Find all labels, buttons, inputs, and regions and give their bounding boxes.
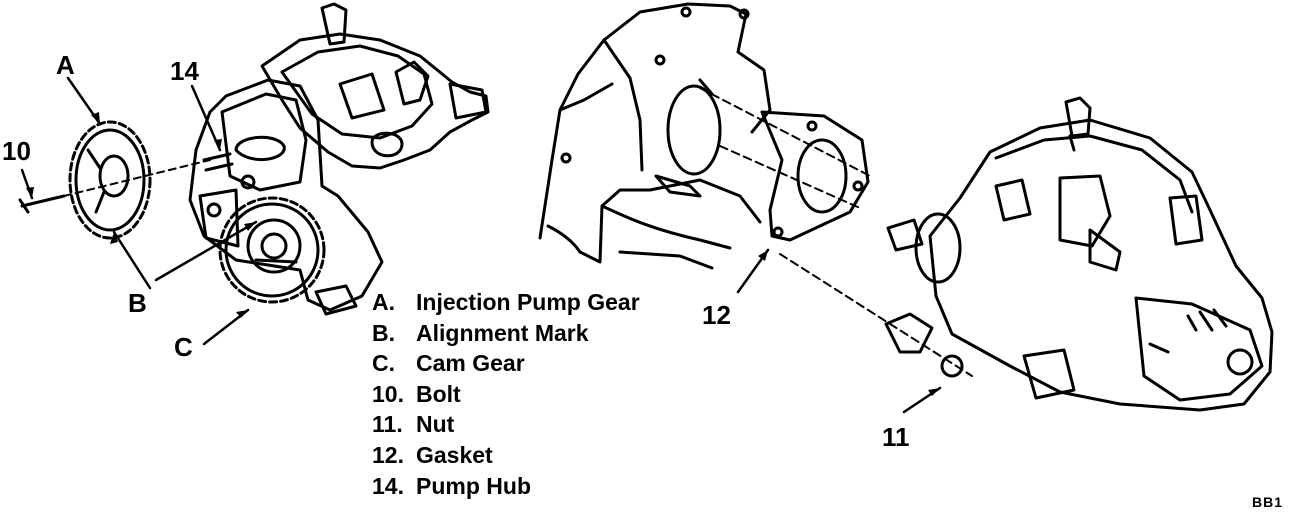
gasket-12: [699, 87, 871, 242]
leader-B-1: [112, 230, 152, 290]
callout-B: B: [128, 288, 147, 318]
leader-arrowheads: [26, 112, 940, 396]
leader-14: [190, 84, 222, 152]
legend-key: 12.: [372, 441, 404, 468]
legend-key: A.: [372, 289, 395, 315]
parts-legend: A. Injection Pump Gear B. Alignment Mark C…: [372, 287, 640, 501]
legend-key: 10.: [372, 380, 404, 407]
legend-label: Nut: [416, 411, 455, 438]
legend-row: 14. Pump Hub: [372, 471, 640, 502]
injection-pump-right: [928, 96, 1274, 412]
legend-row: C. Cam Gear: [372, 348, 640, 379]
legend-key: B.: [372, 319, 395, 346]
engine-front-cover: [188, 78, 384, 316]
injection-pump-gear: [68, 120, 152, 240]
callout-14: 14: [170, 56, 199, 86]
callout-10: 10: [2, 136, 31, 166]
legend-row: 11. Nut: [372, 409, 640, 440]
legend-row: A. Injection Pump Gear: [372, 287, 640, 318]
legend-label: Cam Gear: [416, 350, 525, 377]
pump-hub-14: [202, 152, 234, 172]
callout-C: C: [174, 332, 193, 362]
legend-key: C.: [372, 350, 395, 377]
callout-11: 11: [882, 422, 910, 452]
cam-gear: [218, 196, 326, 304]
legend-label: Gasket: [416, 441, 493, 468]
bolt-10: [18, 159, 211, 214]
legend-row: B. Alignment Mark: [372, 318, 640, 349]
legend-key: 11.: [372, 411, 403, 438]
engine-block-center: [538, 2, 772, 270]
pump-housing-left: [234, 2, 490, 170]
legend-label: Bolt: [416, 380, 461, 407]
legend-label: Alignment Mark: [416, 319, 589, 346]
legend-label: Pump Hub: [416, 472, 531, 499]
legend-row: 12. Gasket: [372, 440, 640, 471]
legend-key: 14.: [372, 472, 404, 499]
nut-11: [779, 253, 973, 378]
callout-12: 12: [702, 300, 731, 330]
pump-flange: [886, 212, 962, 284]
leader-B-2: [154, 220, 258, 282]
figure-code: BB1: [1252, 494, 1284, 510]
callout-A: A: [56, 50, 75, 80]
legend-label: Injection Pump Gear: [416, 289, 640, 315]
legend-row: 10. Bolt: [372, 379, 640, 410]
